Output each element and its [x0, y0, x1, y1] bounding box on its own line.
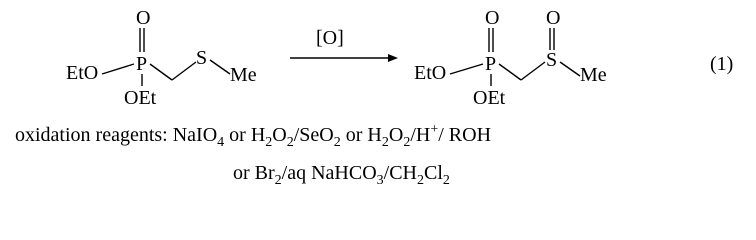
- reactant-phosphorus: P: [136, 53, 147, 75]
- reactant-eto-p-bond: [101, 63, 135, 75]
- arrow-label: [O]: [316, 27, 344, 49]
- reactant-methyl: Me: [230, 64, 257, 86]
- reaction-scheme: O P EtO OEt S Me [O] O P EtO OEt O S M: [15, 7, 733, 188]
- reactant-ethoxy-left: EtO: [66, 62, 98, 84]
- product-ethoxy-bottom: OEt: [473, 87, 506, 109]
- reactant-sulfur: S: [196, 47, 207, 69]
- equation-number: (1): [710, 53, 733, 75]
- reagents-line-2: or Br2/aq NaHCO3/CH2Cl2: [233, 162, 450, 188]
- product-s-me-bond: [559, 61, 581, 77]
- product-structure: O P EtO OEt O S Me: [414, 7, 607, 109]
- product-ch2-s-bond: [520, 61, 546, 81]
- product-eto-p-bond: [449, 63, 484, 75]
- reactant-structure: O P EtO OEt S Me: [66, 7, 257, 109]
- reactant-phosphoryl-oxygen: O: [136, 7, 150, 29]
- product-methyl: Me: [580, 64, 607, 86]
- reactant-p-ch2-bond: [149, 63, 173, 81]
- product-phosphoryl-oxygen: O: [485, 7, 499, 29]
- reactant-ethoxy-bottom: OEt: [124, 87, 157, 109]
- reagents-line-1: oxidation reagents: NaIO4 or H2O2/SeO2 o…: [15, 122, 491, 150]
- arrowhead-icon: [388, 54, 398, 62]
- product-sulfinyl-oxygen: O: [546, 7, 560, 29]
- product-sulfur: S: [546, 49, 557, 71]
- reactant-s-me-bond: [209, 59, 231, 75]
- product-ethoxy-left: EtO: [414, 62, 446, 84]
- reactant-ch2-s-bond: [171, 61, 197, 81]
- reaction-arrow: [O]: [290, 27, 398, 62]
- product-phosphorus: P: [485, 53, 496, 75]
- product-p-ch2-bond: [498, 63, 522, 81]
